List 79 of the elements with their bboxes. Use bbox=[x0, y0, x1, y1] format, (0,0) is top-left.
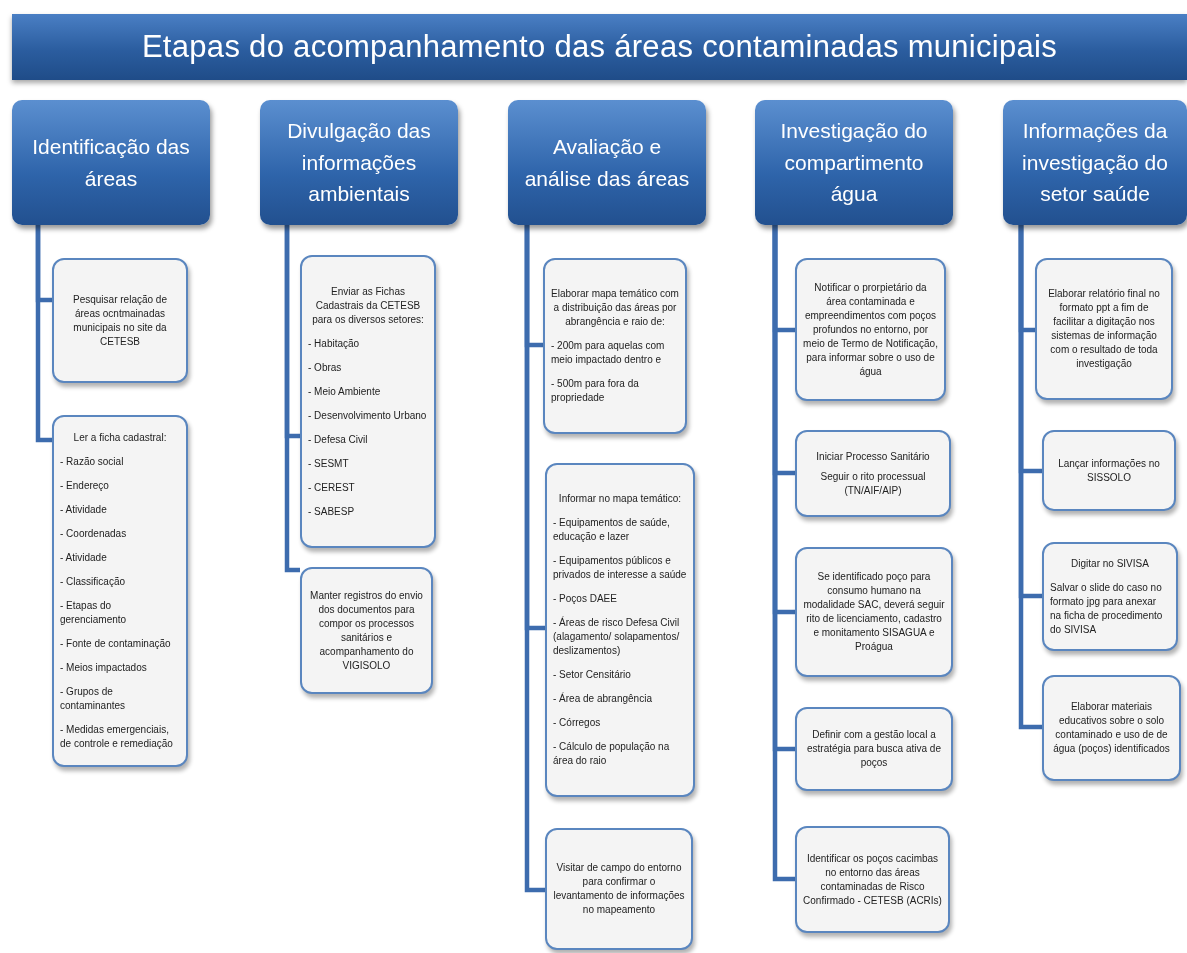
list-item: - CEREST bbox=[308, 480, 356, 495]
step-box bbox=[795, 547, 953, 677]
list-item: - Áreas de risco Defesa Civil (alagamento/ solapamentos/ deslizamentos) bbox=[553, 616, 681, 658]
step-text: Enviar as Fichas Cadastrais da CETESB para os diversos setores: bbox=[311, 284, 425, 327]
step-text: Lançar informações no SISSOLO bbox=[1057, 456, 1161, 485]
list-item: - Área de abrangência bbox=[553, 692, 653, 706]
list-item: - Atividade bbox=[60, 551, 108, 565]
step-text: Visitar de campo do entorno para confirmar o levantamento de informações no mapeamento bbox=[553, 861, 685, 917]
list-item: - 200m para aquelas com meio impactado dentro e bbox=[551, 339, 666, 367]
step-text: Identificar os poços cacimbas no entorno das áreas contaminadas de Risco Confirmado - CETESB (ACRIs) bbox=[803, 851, 942, 908]
list-item: - Etapas do gerenciamento bbox=[60, 599, 128, 627]
list-item: - Poços DAEE bbox=[553, 592, 618, 606]
list-item: - Setor Censitário bbox=[553, 668, 632, 682]
step-box bbox=[795, 707, 953, 791]
connector-line bbox=[1018, 225, 1042, 730]
title-text: Etapas do acompanhamento das áreas contaminadas municipais bbox=[141, 29, 1058, 65]
connector-line bbox=[35, 225, 52, 443]
list-item: - Córregos bbox=[553, 716, 602, 730]
stage-title: Divulgação das informações ambientais bbox=[286, 118, 432, 208]
list-item: - Endereço bbox=[60, 479, 110, 493]
step-box bbox=[543, 258, 687, 434]
list-item: - Coordenadas bbox=[60, 527, 128, 541]
list-item: - Desenvolvimento Urbano bbox=[308, 408, 428, 423]
stage-header bbox=[755, 100, 953, 225]
list-item: - Medidas emergenciais, de controle e remediação bbox=[60, 723, 174, 751]
step-text: Se identificado poço para consumo humano na modalidade SAC, deverá seguir rito de licenciamento, cadastro e monitamento SISAGUA e Proágua bbox=[803, 570, 945, 654]
step-box bbox=[1035, 258, 1173, 400]
step-text: Definir com a gestão local a estratégia para busca ativa de poços bbox=[806, 728, 942, 770]
stage-header bbox=[508, 100, 706, 225]
step-box bbox=[300, 567, 433, 694]
step-text: Informar no mapa temático: bbox=[557, 492, 683, 506]
step-box bbox=[795, 430, 951, 517]
step-box bbox=[545, 463, 695, 797]
stage-header bbox=[260, 100, 458, 225]
stage-title: Identificação das áreas bbox=[31, 134, 191, 192]
stage-header bbox=[12, 100, 210, 225]
step-text: Pesquisar relação de áreas ocntmainadas municipais no site da CETESB bbox=[72, 292, 168, 349]
list-item: - Fonte de contaminação bbox=[60, 637, 172, 651]
list-item: - Equipamentos de saúde, educação e lazer bbox=[553, 516, 671, 544]
list-item: - Cálculo de população na área do raio bbox=[553, 740, 671, 768]
stage-title: Investigação do compartimento água bbox=[779, 118, 929, 208]
list-item: - Meios impactados bbox=[60, 661, 148, 675]
stage-title: Informações da investigação do setor saúde bbox=[1021, 118, 1169, 208]
step-box bbox=[52, 415, 188, 767]
list-item: - SESMT bbox=[308, 456, 350, 471]
list-item: - Habitação bbox=[308, 336, 361, 351]
step-box bbox=[545, 828, 693, 950]
list-item: - Atividade bbox=[60, 503, 108, 517]
list-item: - Defesa Civil bbox=[308, 432, 369, 447]
list-item: - Meio Ambiente bbox=[308, 384, 382, 399]
list-item: - SABESP bbox=[308, 504, 356, 519]
step-text: Digitar no SIVISA bbox=[1070, 556, 1150, 571]
stage-title: Avaliação e análise das áreas bbox=[523, 134, 691, 192]
stage-header bbox=[1003, 100, 1187, 225]
step-text: Elaborar mapa temático com a distribuição das áreas por abrangência e raio de: bbox=[551, 287, 679, 329]
step-text: Elaborar relatório final no formato ppt a fim de facilitar a digitação nos sistemas de informação com o resultado de toda investigação bbox=[1047, 287, 1161, 371]
list-item: - Equipamentos públicos e privados de interesse a saúde bbox=[553, 554, 687, 582]
connector-line bbox=[524, 225, 545, 893]
step-text: Manter registros do envio dos documentos para compor os processos sanitários e acompanhamento do VIGISOLO bbox=[309, 588, 424, 673]
step-box bbox=[1042, 430, 1176, 511]
list-item: - Classificação bbox=[60, 575, 127, 589]
list-item: - Obras bbox=[308, 360, 343, 375]
step-text: Seguir o rito processual (TN/AIF/AIP) bbox=[819, 469, 927, 498]
list-item: - Razão social bbox=[60, 455, 125, 469]
step-text: Ler a ficha cadastral: bbox=[72, 431, 168, 445]
connector-line bbox=[284, 225, 300, 573]
connector-line bbox=[772, 225, 795, 882]
step-box bbox=[52, 258, 188, 383]
step-text: Elaborar materiais educativos sobre o solo contaminado e uso de de água (poços) identificados bbox=[1052, 700, 1171, 756]
step-box bbox=[1042, 542, 1178, 651]
list-item: - 500m para fora da propriedade bbox=[551, 377, 640, 405]
step-text: Notificar o prorpietário da área contaminada e empreendimentos com poços profundos no entorno, por meio de Termo de Notificação, para informar sobre o uso de água bbox=[803, 280, 938, 379]
list-item: - Grupos de contaminantes bbox=[60, 685, 127, 713]
list-item: Salvar o slide do caso no formato jpg para anexar na ficha de procedimento do SIVISA bbox=[1050, 580, 1164, 637]
step-box bbox=[795, 826, 950, 933]
step-box bbox=[1042, 675, 1181, 781]
step-text: Iniciar Processo Sanitário bbox=[815, 449, 931, 464]
step-box bbox=[300, 255, 436, 548]
step-box bbox=[795, 258, 946, 401]
